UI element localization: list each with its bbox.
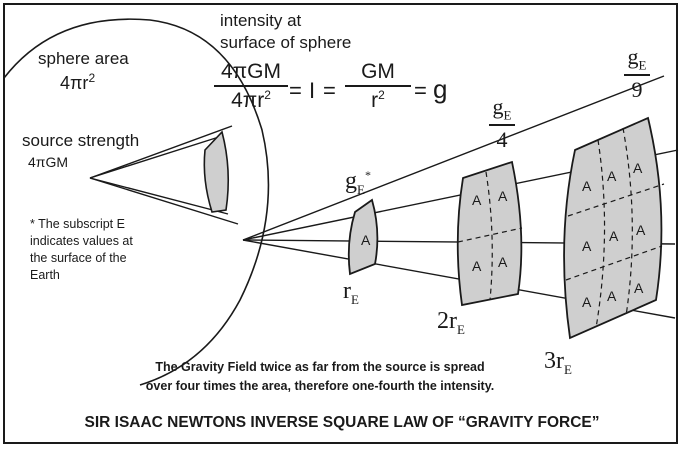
surface-2r-distance-label: 2rE	[437, 308, 465, 337]
equals-3: =	[414, 78, 427, 103]
sphere-surface-patch	[203, 130, 230, 213]
surface-3r-g-label: gE 9	[624, 44, 650, 103]
sphere-outline	[3, 18, 270, 386]
footnote: * The subscript E indicates values at th…	[30, 217, 133, 282]
surface-r-patch	[347, 198, 379, 276]
equation-heading: intensity at surface of sphere	[220, 11, 352, 52]
area-cell-label: A	[636, 222, 646, 238]
area-cell-label: A	[582, 294, 592, 310]
surface-3r-patch	[563, 116, 663, 340]
diagram-frame	[3, 3, 678, 444]
area-cell-label: A	[498, 254, 508, 270]
equals-2: =	[323, 78, 336, 103]
area-cell-label: A	[634, 280, 644, 296]
source-strength-formula: 4πGM	[28, 154, 68, 170]
intensity-symbol: I	[309, 78, 316, 103]
caption: The Gravity Field twice as far from the …	[145, 360, 495, 393]
fraction-1: 4πGM 4πr2	[214, 60, 288, 113]
sphere-area-label: sphere area	[38, 49, 129, 68]
area-cell-label: A	[633, 160, 643, 176]
fraction-2: GM r2	[345, 60, 411, 113]
area-cell-label: A	[472, 192, 482, 208]
area-cell-label: A	[472, 258, 482, 274]
area-cell-label: A	[582, 238, 592, 254]
source-strength-label: source strength	[22, 131, 140, 150]
surface-2r-patch	[456, 160, 523, 307]
surface-r-distance-label: rE	[343, 278, 359, 307]
area-cell-label: A	[607, 168, 617, 184]
equals-1: =	[289, 78, 302, 103]
area-cell-label: A	[607, 288, 617, 304]
diagram-title: SIR ISAAC NEWTONS INVERSE SQUARE LAW OF …	[84, 414, 600, 431]
area-cell-label: A	[498, 188, 508, 204]
gravity-symbol: g	[433, 74, 448, 104]
area-cell-label: A	[582, 178, 592, 194]
sphere-area-formula: 4πr2	[60, 71, 96, 93]
surface-2r-g-label: gE 4	[489, 94, 515, 153]
surface-2r-grid	[457, 171, 523, 301]
surface-3r-grid	[565, 127, 665, 329]
area-cell-label: A	[361, 232, 371, 248]
surface-3r-distance-label: 3rE	[544, 348, 572, 377]
small-cone-rays	[89, 125, 239, 225]
surface-r-g-label: gE*	[345, 168, 371, 197]
area-cell-label: A	[609, 228, 619, 244]
